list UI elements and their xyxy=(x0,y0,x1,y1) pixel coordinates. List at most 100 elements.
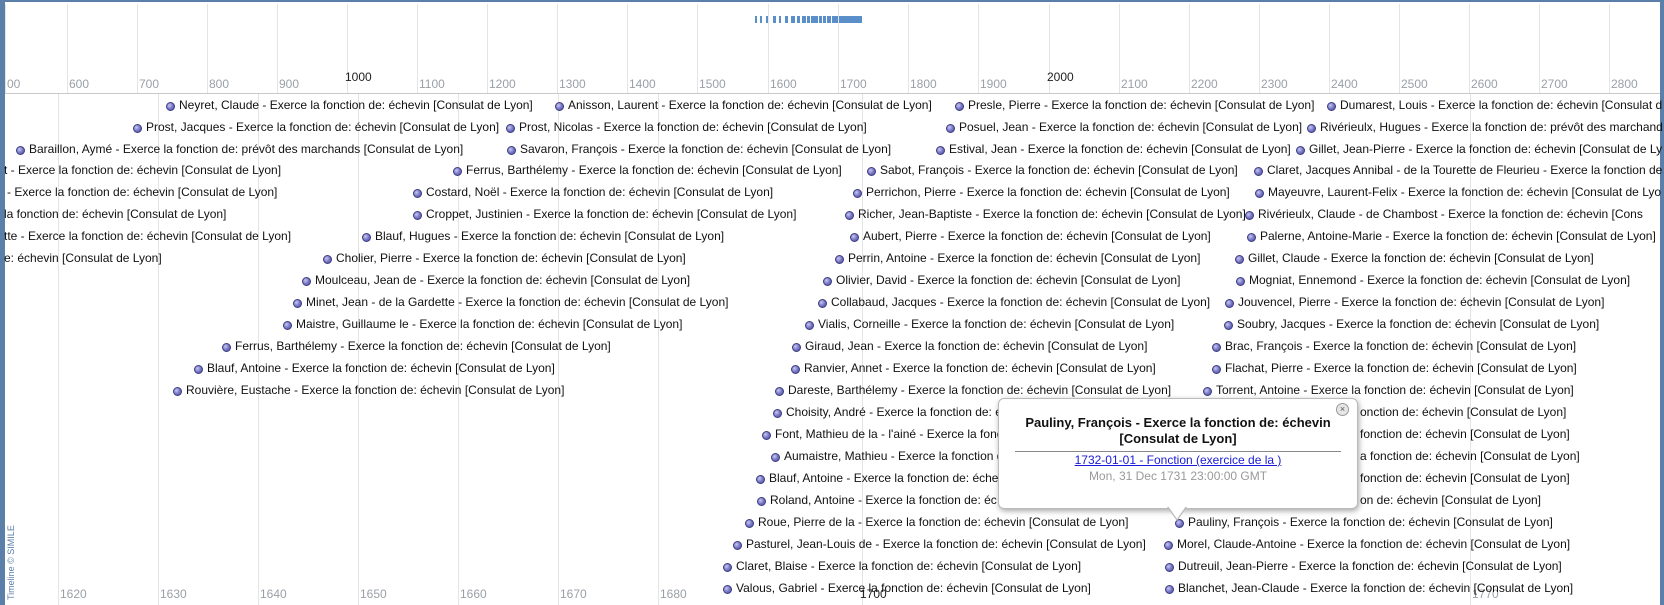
event-label[interactable]: Pauliny, François - Exerce la fonction d… xyxy=(1188,515,1553,529)
event-marker-dot[interactable] xyxy=(1327,102,1336,111)
event-label[interactable]: Vialis, Corneille - Exerce la fonction d… xyxy=(818,317,1175,331)
event-marker-dot[interactable] xyxy=(756,475,765,484)
event-marker-dot[interactable] xyxy=(745,519,754,528)
event-marker-dot[interactable] xyxy=(946,124,955,133)
event-label[interactable]: Collabaud, Jacques - Exerce la fonction … xyxy=(831,295,1211,309)
event-label[interactable]: Torrent, Antoine - Exerce la fonction de… xyxy=(1216,383,1574,397)
event-label[interactable]: Morel, Claude-Antoine - Exerce la foncti… xyxy=(1177,537,1571,551)
event-marker-dot[interactable] xyxy=(222,343,231,352)
event-label[interactable]: Prost, Nicolas - Exerce la fonction de: … xyxy=(519,120,867,134)
event-marker-dot[interactable] xyxy=(1203,387,1212,396)
event-label[interactable]: Ferrus, Barthélemy - Exerce la fonction … xyxy=(235,339,611,353)
event-marker-dot[interactable] xyxy=(302,277,311,286)
event-label[interactable]: Ranvier, Annet - Exerce la fonction de: … xyxy=(804,361,1156,375)
event-label[interactable]: Claret, Blaise - Exerce la fonction de: … xyxy=(736,559,1082,573)
event-label[interactable]: Pasturel, Jean-Louis de - Exerce la fonc… xyxy=(746,537,1146,551)
event-marker-dot[interactable] xyxy=(1235,255,1244,264)
event-marker-dot[interactable] xyxy=(323,255,332,264)
event-label[interactable]: Dutreuil, Jean-Pierre - Exerce la foncti… xyxy=(1178,559,1562,573)
event-label[interactable]: Dareste, Barthélemy - Exerce la fonction… xyxy=(788,383,1172,397)
popup-link[interactable]: 1732-01-01 - Fonction (exercice de la ) xyxy=(1074,453,1282,467)
event-marker-dot[interactable] xyxy=(1212,343,1221,352)
event-marker-dot[interactable] xyxy=(845,211,854,220)
event-marker-dot[interactable] xyxy=(723,563,732,572)
event-marker-dot[interactable] xyxy=(773,409,782,418)
event-marker-dot[interactable] xyxy=(835,255,844,264)
event-marker-dot[interactable] xyxy=(823,277,832,286)
event-marker-dot[interactable] xyxy=(791,365,800,374)
event-label[interactable]: Claret, Jacques Annibal - de la Tourette… xyxy=(1267,163,1663,177)
event-marker-dot[interactable] xyxy=(1164,541,1173,550)
event-marker-dot[interactable] xyxy=(506,124,515,133)
event-marker-dot[interactable] xyxy=(1247,233,1256,242)
event-label[interactable]: Cholier, Pierre - Exerce la fonction de:… xyxy=(336,251,686,265)
event-label[interactable]: Rivérieulx, Claude - de Chambost - Exerc… xyxy=(1258,207,1643,221)
event-marker-dot[interactable] xyxy=(1212,365,1221,374)
event-marker-dot[interactable] xyxy=(453,167,462,176)
event-label[interactable]: Roue, Pierre de la - Exerce la fonction … xyxy=(758,515,1129,529)
event-marker-dot[interactable] xyxy=(1165,563,1174,572)
event-label[interactable]: Gillet, Claude - Exerce la fonction de: … xyxy=(1248,251,1594,265)
event-label[interactable]: Moulceau, Jean de - Exerce la fonction d… xyxy=(315,273,691,287)
event-label[interactable]: Brac, François - Exerce la fonction de: … xyxy=(1225,339,1577,353)
event-label[interactable]: Flachat, Pierre - Exerce la fonction de:… xyxy=(1225,361,1577,375)
event-label[interactable]: Savaron, François - Exerce la fonction d… xyxy=(520,142,892,156)
event-label[interactable]: Dumarest, Louis - Exerce la fonction de:… xyxy=(1340,98,1663,112)
event-label[interactable]: Blanchet, Jean-Claude - Exerce la foncti… xyxy=(1178,581,1574,595)
event-marker-dot[interactable] xyxy=(173,387,182,396)
event-label[interactable]: Minet, Jean - de la Gardette - Exerce la… xyxy=(306,295,729,309)
event-marker-dot[interactable] xyxy=(805,321,814,330)
event-label[interactable]: la fonction de: échevin [Consulat de Lyo… xyxy=(4,207,227,221)
event-marker-dot[interactable] xyxy=(362,233,371,242)
event-marker-dot[interactable] xyxy=(1296,146,1305,155)
event-marker-dot[interactable] xyxy=(1165,585,1174,594)
event-marker-dot[interactable] xyxy=(757,497,766,506)
event-marker-dot[interactable] xyxy=(1236,277,1245,286)
event-marker-dot[interactable] xyxy=(1254,167,1263,176)
event-marker-dot[interactable] xyxy=(16,146,25,155)
event-marker-dot[interactable] xyxy=(293,299,302,308)
event-label[interactable]: Olivier, David - Exerce la fonction de: … xyxy=(836,273,1181,287)
event-label[interactable]: Richer, Jean-Baptiste - Exerce la foncti… xyxy=(858,207,1246,221)
event-label[interactable]: Sabot, François - Exerce la fonction de:… xyxy=(880,163,1238,177)
event-marker-dot[interactable] xyxy=(771,453,780,462)
event-label[interactable]: Gillet, Jean-Pierre - Exerce la fonction… xyxy=(1309,142,1663,156)
event-marker-dot[interactable] xyxy=(1255,189,1264,198)
event-label[interactable]: Aumaistre, Mathieu - Exerce la fonction … xyxy=(784,449,1011,463)
event-label[interactable]: a fonction de: échevin [Consulat de Lyon… xyxy=(1360,449,1580,463)
event-label[interactable]: Perrin, Antoine - Exerce la fonction de:… xyxy=(848,251,1201,265)
event-marker-dot[interactable] xyxy=(936,146,945,155)
event-label[interactable]: tte - Exerce la fonction de: échevin [Co… xyxy=(4,229,292,243)
event-label[interactable]: Aubert, Pierre - Exerce la fonction de: … xyxy=(863,229,1211,243)
event-marker-dot[interactable] xyxy=(850,233,859,242)
event-label[interactable]: Anisson, Laurent - Exerce la fonction de… xyxy=(568,98,932,112)
event-label[interactable]: Estival, Jean - Exerce la fonction de: é… xyxy=(949,142,1291,156)
event-label[interactable]: Neyret, Claude - Exerce la fonction de: … xyxy=(179,98,533,112)
event-label[interactable]: t - Exerce la fonction de: échevin [Cons… xyxy=(4,163,282,177)
event-marker-dot[interactable] xyxy=(1307,124,1316,133)
event-marker-dot[interactable] xyxy=(1224,321,1233,330)
event-marker-dot[interactable] xyxy=(723,585,732,594)
event-label[interactable]: Giraud, Jean - Exerce la fonction de: éc… xyxy=(805,339,1148,353)
event-marker-dot[interactable] xyxy=(762,431,771,440)
event-label[interactable]: Blauf, Hugues - Exerce la fonction de: é… xyxy=(375,229,725,243)
event-marker-dot[interactable] xyxy=(818,299,827,308)
event-marker-dot[interactable] xyxy=(1225,299,1234,308)
event-label[interactable]: Posuel, Jean - Exerce la fonction de: éc… xyxy=(959,120,1303,134)
event-marker-dot[interactable] xyxy=(775,387,784,396)
event-marker-dot[interactable] xyxy=(792,343,801,352)
event-label[interactable]: Presle, Pierre - Exerce la fonction de: … xyxy=(968,98,1315,112)
event-label[interactable]: fonction de: échevin [Consulat de Lyon] xyxy=(1360,427,1570,441)
event-marker-dot[interactable] xyxy=(733,541,742,550)
event-label[interactable]: Maistre, Guillaume le - Exerce la foncti… xyxy=(296,317,683,331)
event-label[interactable]: - Exerce la fonction de: échevin [Consul… xyxy=(7,185,278,199)
close-icon[interactable]: × xyxy=(1336,403,1349,416)
event-label[interactable]: Soubry, Jacques - Exerce la fonction de:… xyxy=(1237,317,1600,331)
event-label[interactable]: Mayeuvre, Laurent-Felix - Exerce la fonc… xyxy=(1268,185,1662,199)
event-marker-dot[interactable] xyxy=(166,102,175,111)
event-label[interactable]: Choisity, André - Exerce la fonction de:… xyxy=(786,405,1002,419)
event-marker-dot[interactable] xyxy=(507,146,516,155)
event-marker-dot[interactable] xyxy=(867,167,876,176)
event-label[interactable]: e: échevin [Consulat de Lyon] xyxy=(4,251,162,265)
